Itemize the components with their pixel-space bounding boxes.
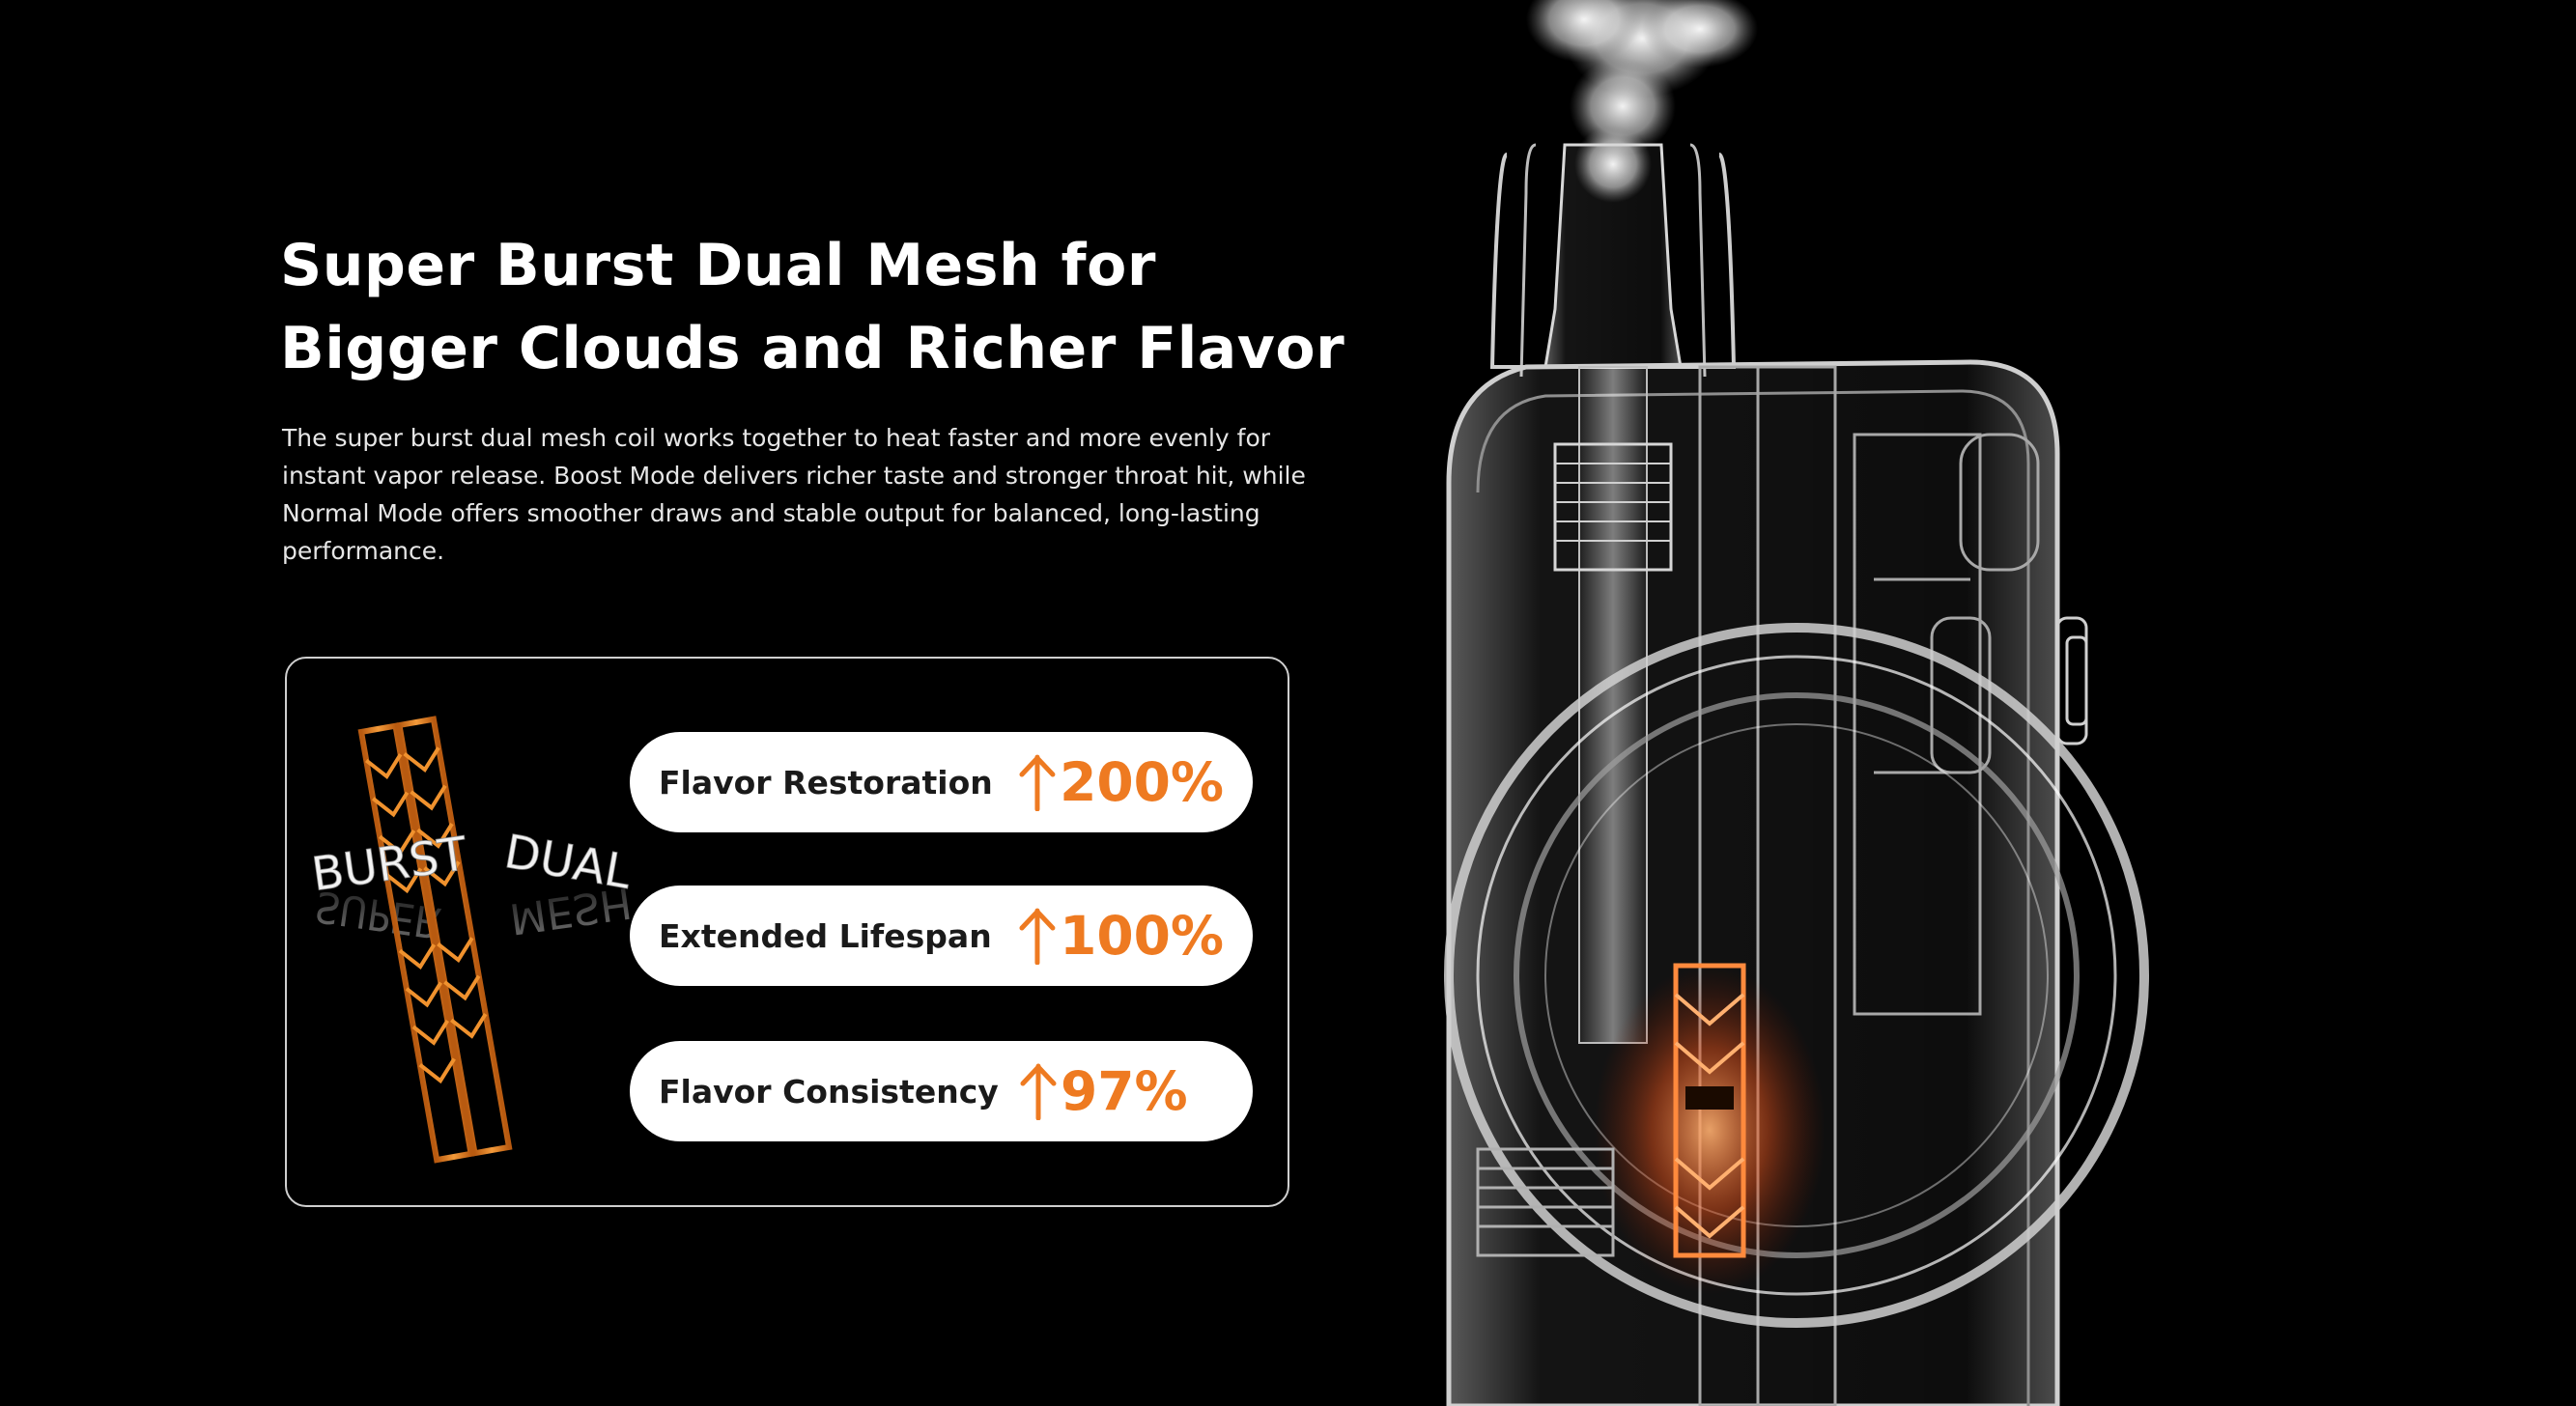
dual-mesh-coil-image: SUPER MESH BURST DUAL — [308, 716, 635, 1164]
headline-line-2: Bigger Clouds and Richer Flavor — [280, 315, 1345, 382]
coil-word-right: DUAL — [500, 825, 635, 900]
stats-panel: SUPER MESH BURST DUAL Flavor Restoration… — [285, 657, 1289, 1207]
coil-word-left: BURST — [308, 827, 470, 902]
stat-value: 100% — [1060, 905, 1224, 967]
stat-value: 200% — [1060, 751, 1224, 813]
mesh-coil-strips — [357, 716, 513, 1164]
stat-extended-lifespan: Extended Lifespan 100% — [630, 886, 1253, 986]
stat-flavor-consistency: Flavor Consistency 97% — [630, 1041, 1253, 1141]
arrow-up-icon — [1019, 908, 1056, 965]
stat-label: Flavor Consistency — [659, 1072, 999, 1111]
transparent-ring — [1444, 623, 2149, 1328]
arrow-up-icon — [1020, 1063, 1057, 1120]
page-title: Super Burst Dual Mesh for Bigger Clouds … — [280, 224, 1401, 390]
headline-line-1: Super Burst Dual Mesh for — [280, 232, 1156, 299]
stat-label: Flavor Restoration — [659, 763, 993, 801]
stat-flavor-restoration: Flavor Restoration 200% — [630, 732, 1253, 832]
feature-description: The super burst dual mesh coil works tog… — [282, 424, 1306, 565]
arrow-up-icon — [1019, 754, 1056, 811]
stat-value: 97% — [1061, 1060, 1188, 1122]
device-cutaway-image — [1444, 0, 2149, 1406]
glowing-coil — [1673, 963, 1746, 1258]
stat-label: Extended Lifespan — [659, 916, 992, 955]
